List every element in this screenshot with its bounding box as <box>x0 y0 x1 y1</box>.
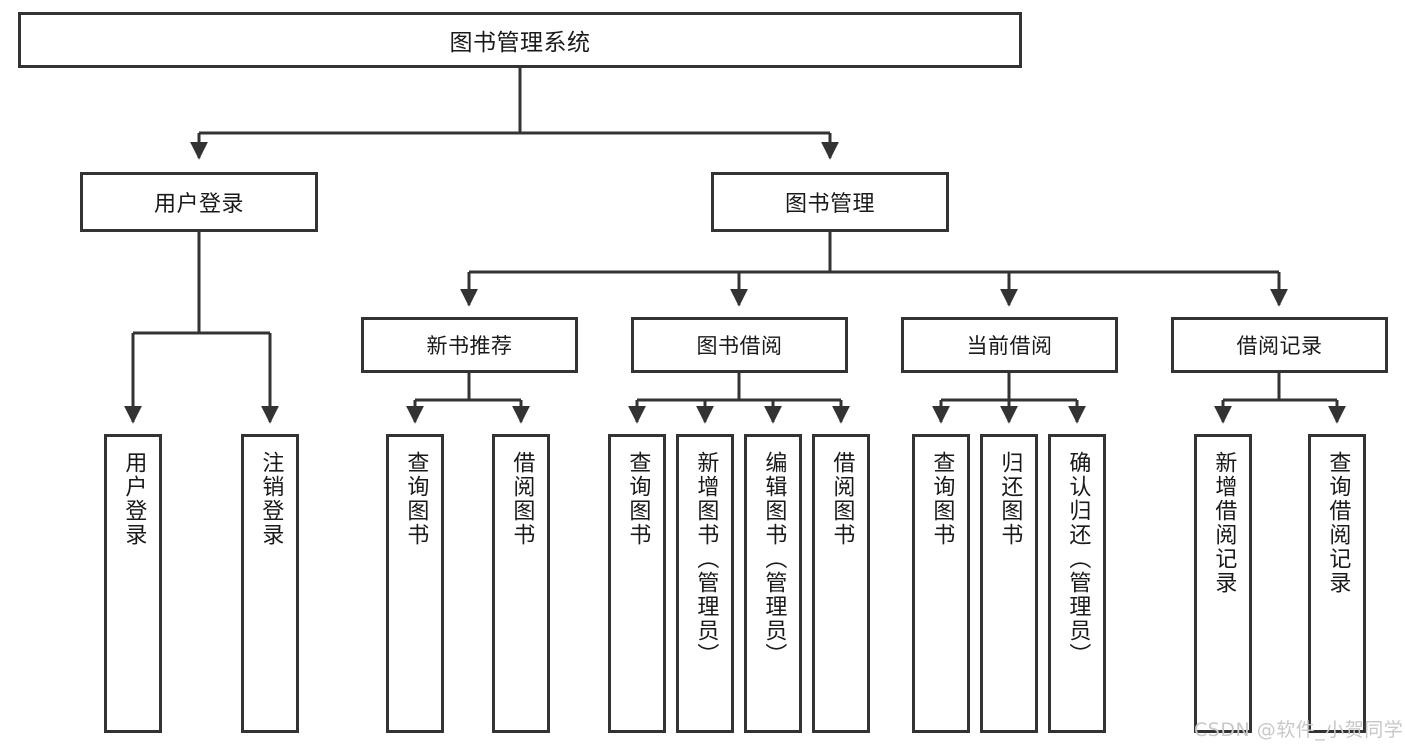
node-label: 确认归还（管理员） <box>1065 451 1091 667</box>
node-book-management[interactable]: 图书管理 <box>711 172 949 232</box>
node-user-login[interactable]: 用户登录 <box>80 172 318 232</box>
node-label: 新增借阅记录 <box>1211 451 1237 595</box>
node-label: 借阅图书 <box>509 451 535 547</box>
leaf-borrow-query-book[interactable]: 查询图书 <box>608 434 666 733</box>
node-label: 图书管理系统 <box>449 30 591 56</box>
leaf-borrow-edit-book[interactable]: 编辑图书（管理员） <box>744 434 802 733</box>
leaf-user-login[interactable]: 用户登录 <box>104 434 162 733</box>
leaf-current-return-book[interactable]: 归还图书 <box>980 434 1038 733</box>
node-label: 注销登录 <box>258 451 284 547</box>
node-label: 查询图书 <box>929 451 955 547</box>
node-label: 图书借阅 <box>696 334 783 358</box>
leaf-current-confirm-return[interactable]: 确认归还（管理员） <box>1048 434 1106 733</box>
node-label: 新书推荐 <box>426 334 513 358</box>
leaf-recommend-borrow-book[interactable]: 借阅图书 <box>492 434 550 733</box>
node-label: 查询图书 <box>625 451 651 547</box>
node-label: 用户登录 <box>153 192 244 217</box>
leaf-borrow-borrow-book[interactable]: 借阅图书 <box>812 434 870 733</box>
node-root-system[interactable]: 图书管理系统 <box>18 12 1022 68</box>
node-label: 图书管理 <box>784 192 875 217</box>
leaf-recommend-query-book[interactable]: 查询图书 <box>386 434 444 733</box>
node-current-borrow[interactable]: 当前借阅 <box>901 317 1118 373</box>
leaf-current-query-book[interactable]: 查询图书 <box>912 434 970 733</box>
leaf-record-query-record[interactable]: 查询借阅记录 <box>1308 434 1366 733</box>
node-new-book-recommend[interactable]: 新书推荐 <box>361 317 578 373</box>
leaf-record-add-record[interactable]: 新增借阅记录 <box>1194 434 1252 733</box>
node-label: 归还图书 <box>997 451 1023 547</box>
leaf-logout[interactable]: 注销登录 <box>241 434 299 733</box>
node-label: 查询借阅记录 <box>1325 451 1351 595</box>
node-borrow-record[interactable]: 借阅记录 <box>1171 317 1388 373</box>
node-label: 借阅记录 <box>1236 334 1323 358</box>
leaf-borrow-add-book[interactable]: 新增图书（管理员） <box>676 434 734 733</box>
node-label: 当前借阅 <box>966 334 1053 358</box>
node-book-borrow[interactable]: 图书借阅 <box>631 317 848 373</box>
node-label: 查询图书 <box>403 451 429 547</box>
node-label: 编辑图书（管理员） <box>761 451 787 667</box>
node-label: 借阅图书 <box>829 451 855 547</box>
node-label: 用户登录 <box>121 451 147 547</box>
node-label: 新增图书（管理员） <box>693 451 719 667</box>
csdn-watermark: CSDN @软件_小贺同学 <box>1194 719 1404 741</box>
